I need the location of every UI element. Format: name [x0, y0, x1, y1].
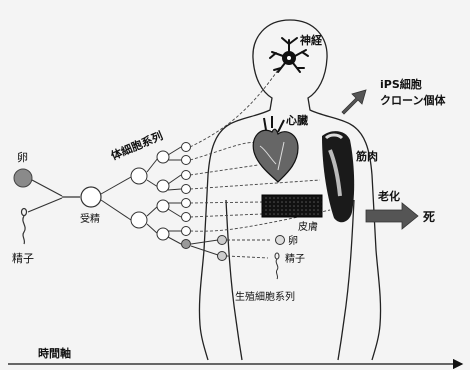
fusion-lines [28, 180, 80, 212]
sperm-cell [22, 209, 27, 245]
skin-icon [262, 195, 322, 217]
aging-label: 老化 [377, 189, 400, 203]
somatic-lineage-label: 体細胞系列 [109, 128, 165, 162]
sperm-label: 精子 [12, 252, 34, 265]
germ-lineage-label: 生殖細胞系列 [235, 290, 295, 303]
time-axis-label: 時間軸 [38, 346, 71, 360]
division-cells [131, 143, 191, 249]
nerve-label: 神経 [300, 33, 323, 47]
ips-arrow [342, 90, 366, 114]
egg-cell [14, 169, 32, 187]
germ-egg-cell [276, 236, 285, 245]
germ-cell-lower [218, 252, 227, 261]
germ-cell-upper [218, 236, 227, 245]
nerve-nucleus [287, 56, 291, 60]
germ-sperm-cell [275, 253, 279, 279]
ips-label-line2: クローン個体 [380, 93, 446, 107]
muscle-label: 筋肉 [355, 149, 378, 163]
death-label: 死 [423, 210, 435, 224]
germline-dashed [227, 240, 270, 258]
muscle-icon [322, 131, 354, 222]
skin-label: 皮膚 [298, 220, 318, 233]
egg-label: 卵 [17, 151, 28, 164]
heart-label: 心臓 [286, 113, 308, 127]
zygote-cell [81, 187, 101, 207]
zygote-label: 受精 [80, 212, 100, 225]
germ-sperm-label: 精子 [285, 252, 305, 265]
ips-label-line1: iPS細胞 [380, 77, 422, 91]
germ-egg-label: 卵 [288, 235, 298, 247]
